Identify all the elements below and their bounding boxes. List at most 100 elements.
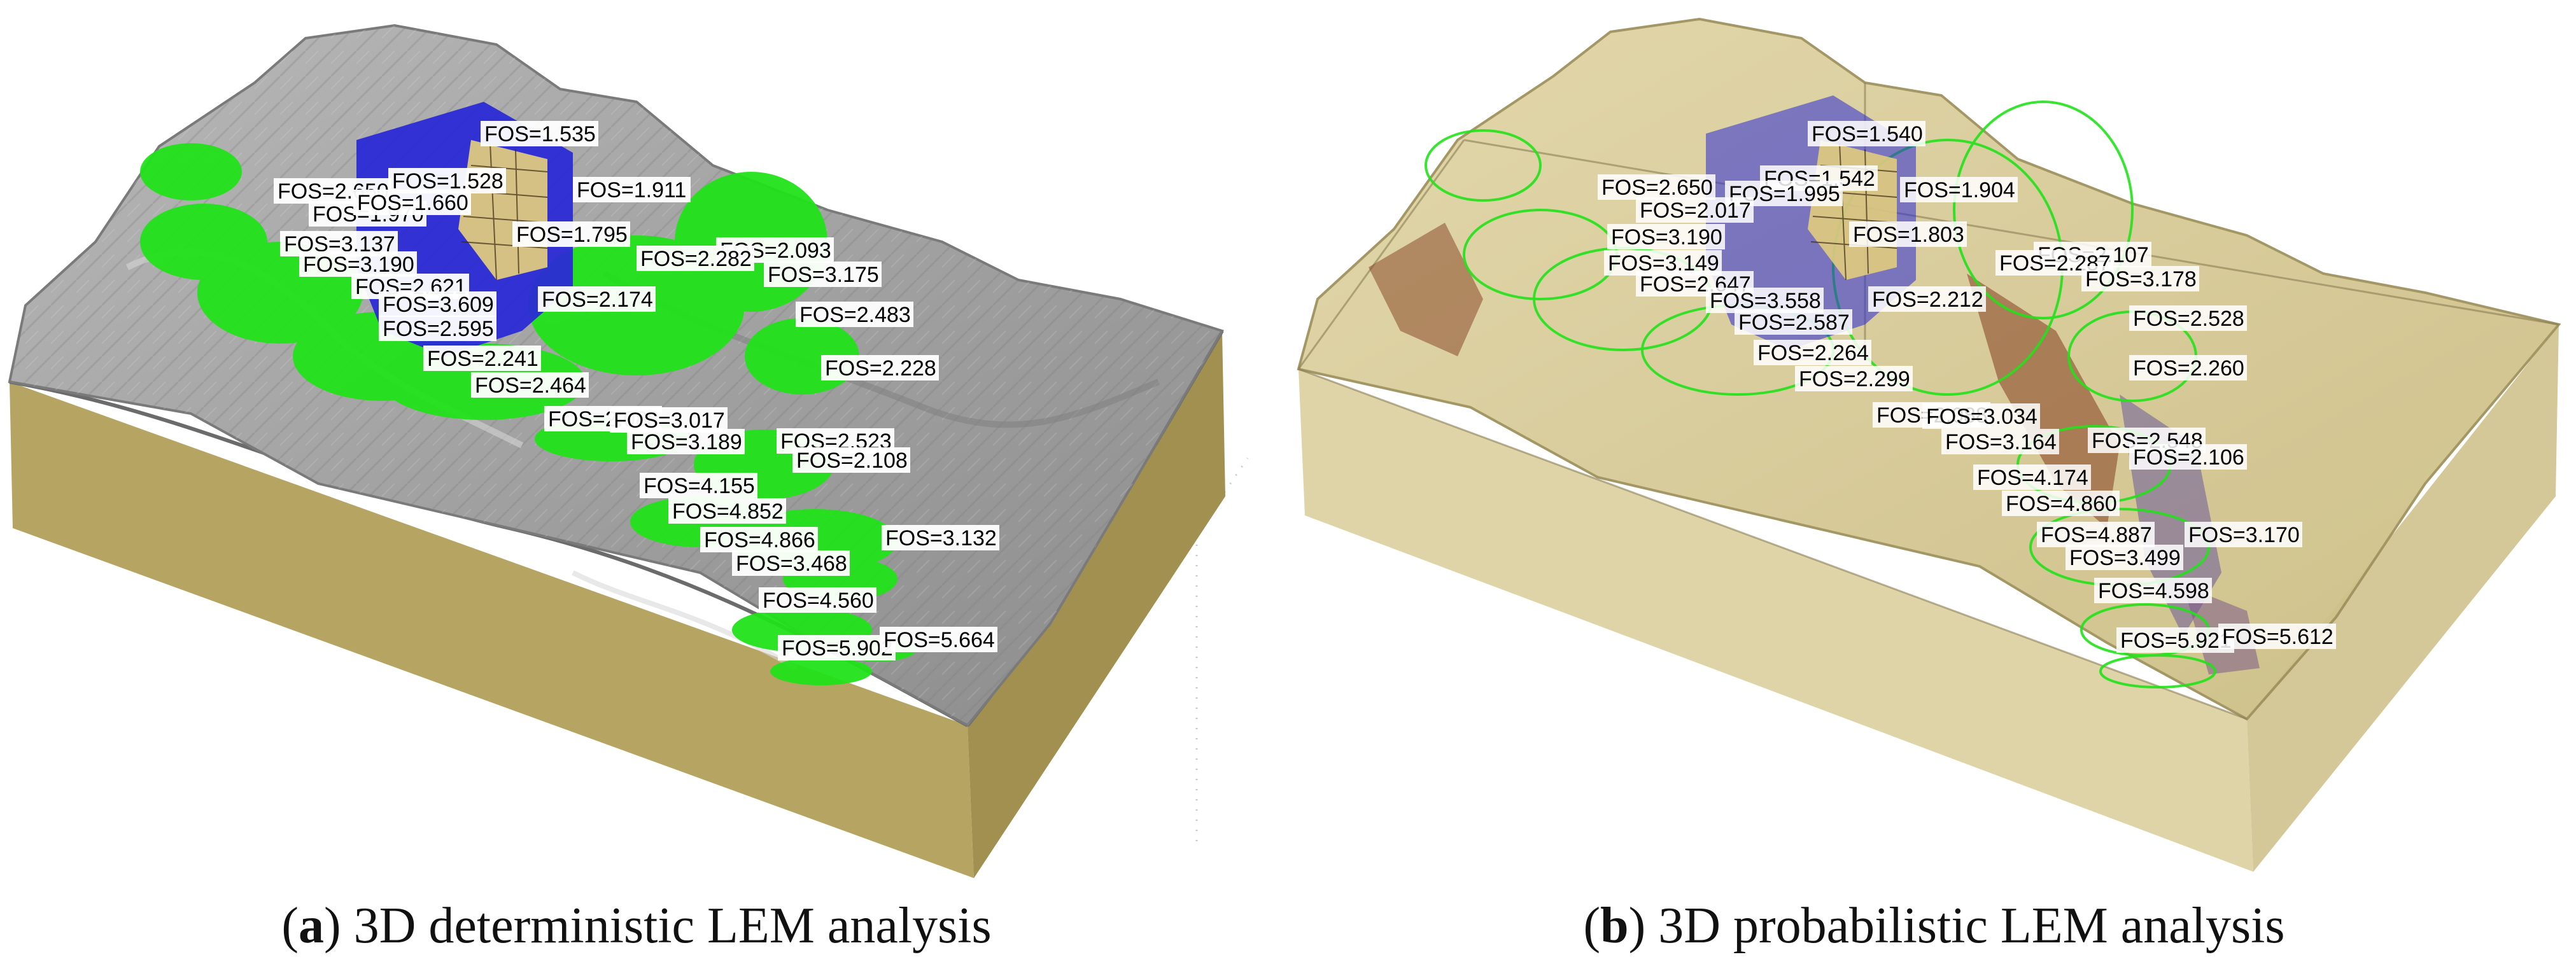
fos-label: FOS=1.904 bbox=[1900, 177, 2018, 202]
fos-label-box bbox=[1598, 174, 1715, 200]
fos-label-text: FOS=2.282 bbox=[640, 247, 752, 271]
fos-label: FOS=2.017 bbox=[1636, 197, 1754, 223]
fos-label: FOS=1.660 bbox=[353, 190, 471, 215]
fos-label: FOS=2.212 bbox=[1868, 286, 1986, 312]
fos-label-box bbox=[1973, 465, 2091, 490]
fos-label-box bbox=[299, 251, 417, 277]
fos-label: FOS=1.911 bbox=[573, 177, 691, 202]
fos-label-box bbox=[2094, 578, 2212, 603]
fos-label: FOS=2.228 bbox=[821, 355, 939, 381]
fos-label-text: FOS=2.017 bbox=[1640, 199, 1751, 223]
fos-label-box bbox=[423, 346, 541, 371]
fos-label: FOS=3.609 bbox=[379, 291, 496, 317]
fos-label: FOS=4.866 bbox=[700, 527, 818, 552]
fos-label-box bbox=[379, 316, 496, 341]
fos-label-box bbox=[796, 302, 913, 327]
fos-label: FOS=3.190 bbox=[299, 251, 417, 277]
fos-label-text: FOS=3.132 bbox=[885, 526, 997, 550]
fos-label-text: FOS=2.260 bbox=[2133, 356, 2244, 381]
fos-label-box bbox=[700, 527, 818, 552]
fos-label-text: FOS=2.106 bbox=[2133, 445, 2244, 470]
fos-label-box bbox=[2116, 627, 2234, 653]
fos-label-text: FOS=4.560 bbox=[763, 589, 874, 613]
fos-label: FOS=4.598 bbox=[2094, 578, 2212, 603]
fos-label-box bbox=[353, 190, 471, 215]
fos-label-text: FOS=4.174 bbox=[1977, 466, 2088, 490]
fos-label: FOS=5.902 bbox=[778, 635, 896, 660]
block-right-face-b bbox=[2247, 325, 2559, 872]
fos-label: FOS=4.174 bbox=[1973, 465, 2091, 490]
fos-label-box bbox=[764, 262, 882, 287]
fos-label: FOS=2.587 bbox=[1735, 309, 1852, 335]
fos-label-text: FOS=3.017 bbox=[614, 409, 725, 433]
fos-label-text: FOS=3.468 bbox=[736, 552, 847, 576]
fos-label-text: FOS=2.650 bbox=[1601, 176, 1713, 200]
fos-label-text: FOS=5.612 bbox=[2222, 625, 2333, 649]
fos-label-text: FOS=1.660 bbox=[357, 191, 468, 215]
fos-label-text: FOS=2.483 bbox=[799, 303, 911, 327]
fos-label-box bbox=[2037, 522, 2155, 547]
fos-label-text: FOS=3.170 bbox=[2188, 523, 2300, 547]
fos-label-box bbox=[1706, 288, 1824, 313]
fos-label-text: FOS=1.803 bbox=[1853, 223, 1964, 247]
fos-label-box bbox=[640, 473, 757, 498]
fos-label-text: FOS=2.595 bbox=[383, 317, 494, 341]
fos-label-box bbox=[732, 550, 850, 576]
fos-label-text: FOS=5.664 bbox=[883, 628, 995, 652]
fos-label-box bbox=[880, 627, 997, 652]
fos-label: FOS=3.178 bbox=[2081, 266, 2199, 291]
fos-label-text: FOS=3.190 bbox=[303, 253, 414, 277]
fos-label: FOS=2.106 bbox=[2129, 444, 2247, 470]
fos-label-text: FOS=2.264 bbox=[1757, 341, 1869, 365]
fos-label: FOS=2.299 bbox=[1795, 366, 1913, 391]
caption-a: (a) 3D deterministic LEM analysis bbox=[281, 898, 992, 954]
fos-label: FOS=1.803 bbox=[1849, 221, 1967, 247]
fos-label-box bbox=[573, 177, 691, 202]
fos-label: FOS=4.852 bbox=[668, 498, 786, 524]
fos-label: FOS=3.499 bbox=[2066, 545, 2183, 570]
fos-label-text: FOS=3.609 bbox=[383, 293, 494, 317]
fos-label-box bbox=[637, 246, 754, 271]
fos-label: FOS=5.921 bbox=[2116, 627, 2234, 653]
fos-label-box bbox=[2129, 444, 2247, 470]
fos-label: FOS=5.612 bbox=[2218, 624, 2336, 649]
fos-label-box bbox=[481, 121, 598, 146]
fos-label-text: FOS=4.887 bbox=[2041, 523, 2152, 547]
fos-label-box bbox=[1636, 197, 1754, 223]
fos-label: FOS=2.241 bbox=[423, 346, 541, 371]
fos-label-text: FOS=2.299 bbox=[1799, 367, 1910, 391]
fos-label-box bbox=[627, 429, 745, 454]
fos-label-text: FOS=3.558 bbox=[1710, 289, 1821, 313]
fos-label-box bbox=[821, 355, 939, 381]
fos-label-box bbox=[1941, 429, 2059, 454]
fos-label-text: FOS=2.212 bbox=[1872, 288, 1983, 312]
fos-label-text: FOS=3.034 bbox=[1926, 405, 2038, 429]
fos-label-text: FOS=4.866 bbox=[704, 528, 815, 552]
fos-label-box bbox=[1849, 221, 1967, 247]
fos-label-text: FOS=3.175 bbox=[768, 263, 879, 287]
fos-label-box bbox=[668, 498, 786, 524]
fos-label-text: FOS=3.164 bbox=[1945, 430, 2057, 454]
fos-label: FOS=1.528 bbox=[388, 168, 506, 193]
fos-label-box bbox=[1735, 309, 1852, 335]
caption-b: (b) 3D probabilistic LEM analysis bbox=[1583, 898, 2285, 954]
fos-label-box bbox=[379, 291, 496, 317]
fos-label: FOS=1.535 bbox=[481, 121, 598, 146]
fos-label-text: FOS=2.241 bbox=[427, 347, 538, 371]
fos-label-box bbox=[792, 447, 910, 473]
fos-label-text: FOS=1.535 bbox=[484, 122, 596, 146]
fos-label: FOS=2.282 bbox=[637, 246, 754, 271]
fos-label: FOS=4.560 bbox=[759, 587, 876, 613]
fos-label-box bbox=[512, 221, 630, 247]
fos-label-box bbox=[882, 525, 999, 550]
fos-label: FOS=1.540 bbox=[1808, 121, 1925, 146]
fos-label-box bbox=[1868, 286, 1986, 312]
fos-label-box bbox=[471, 372, 589, 398]
fos-label-box bbox=[759, 587, 876, 613]
fos-label-text: FOS=1.795 bbox=[516, 223, 628, 247]
fos-label-text: FOS=5.902 bbox=[782, 636, 893, 660]
fos-label-box bbox=[2129, 355, 2247, 381]
fos-label-box bbox=[1808, 121, 1925, 146]
fos-label: FOS=3.164 bbox=[1941, 429, 2059, 454]
fos-label-box bbox=[2002, 491, 2120, 516]
